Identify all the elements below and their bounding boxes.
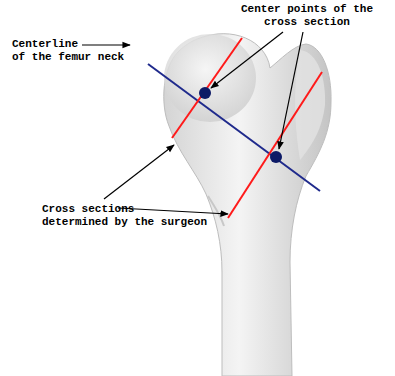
leader-arrow — [118, 208, 228, 214]
label-text: Cross sections determined by the surgeon — [42, 203, 207, 228]
line-spacer — [90, 38, 134, 51]
cross-section-line — [228, 72, 322, 218]
callout-label: Center points of the cross section — [232, 3, 382, 29]
femur-outline — [164, 34, 331, 376]
leader-arrow — [82, 44, 130, 45]
lesser-trochanter — [208, 196, 224, 226]
label-text: Centerline of the femur neck — [12, 38, 124, 63]
cross-section-line — [172, 38, 242, 138]
callout-label: Cross sections determined by the surgeon — [42, 203, 218, 229]
center-point — [270, 151, 282, 163]
leader-arrow — [211, 32, 283, 88]
center-point — [199, 87, 211, 99]
line-spacer — [152, 203, 218, 216]
callout-label: Centerline of the femur neck — [12, 38, 134, 64]
leader-arrow — [279, 32, 303, 149]
neck-centerline — [148, 64, 320, 191]
leader-arrow — [104, 145, 174, 199]
label-text: Center points of the cross section — [241, 3, 373, 28]
